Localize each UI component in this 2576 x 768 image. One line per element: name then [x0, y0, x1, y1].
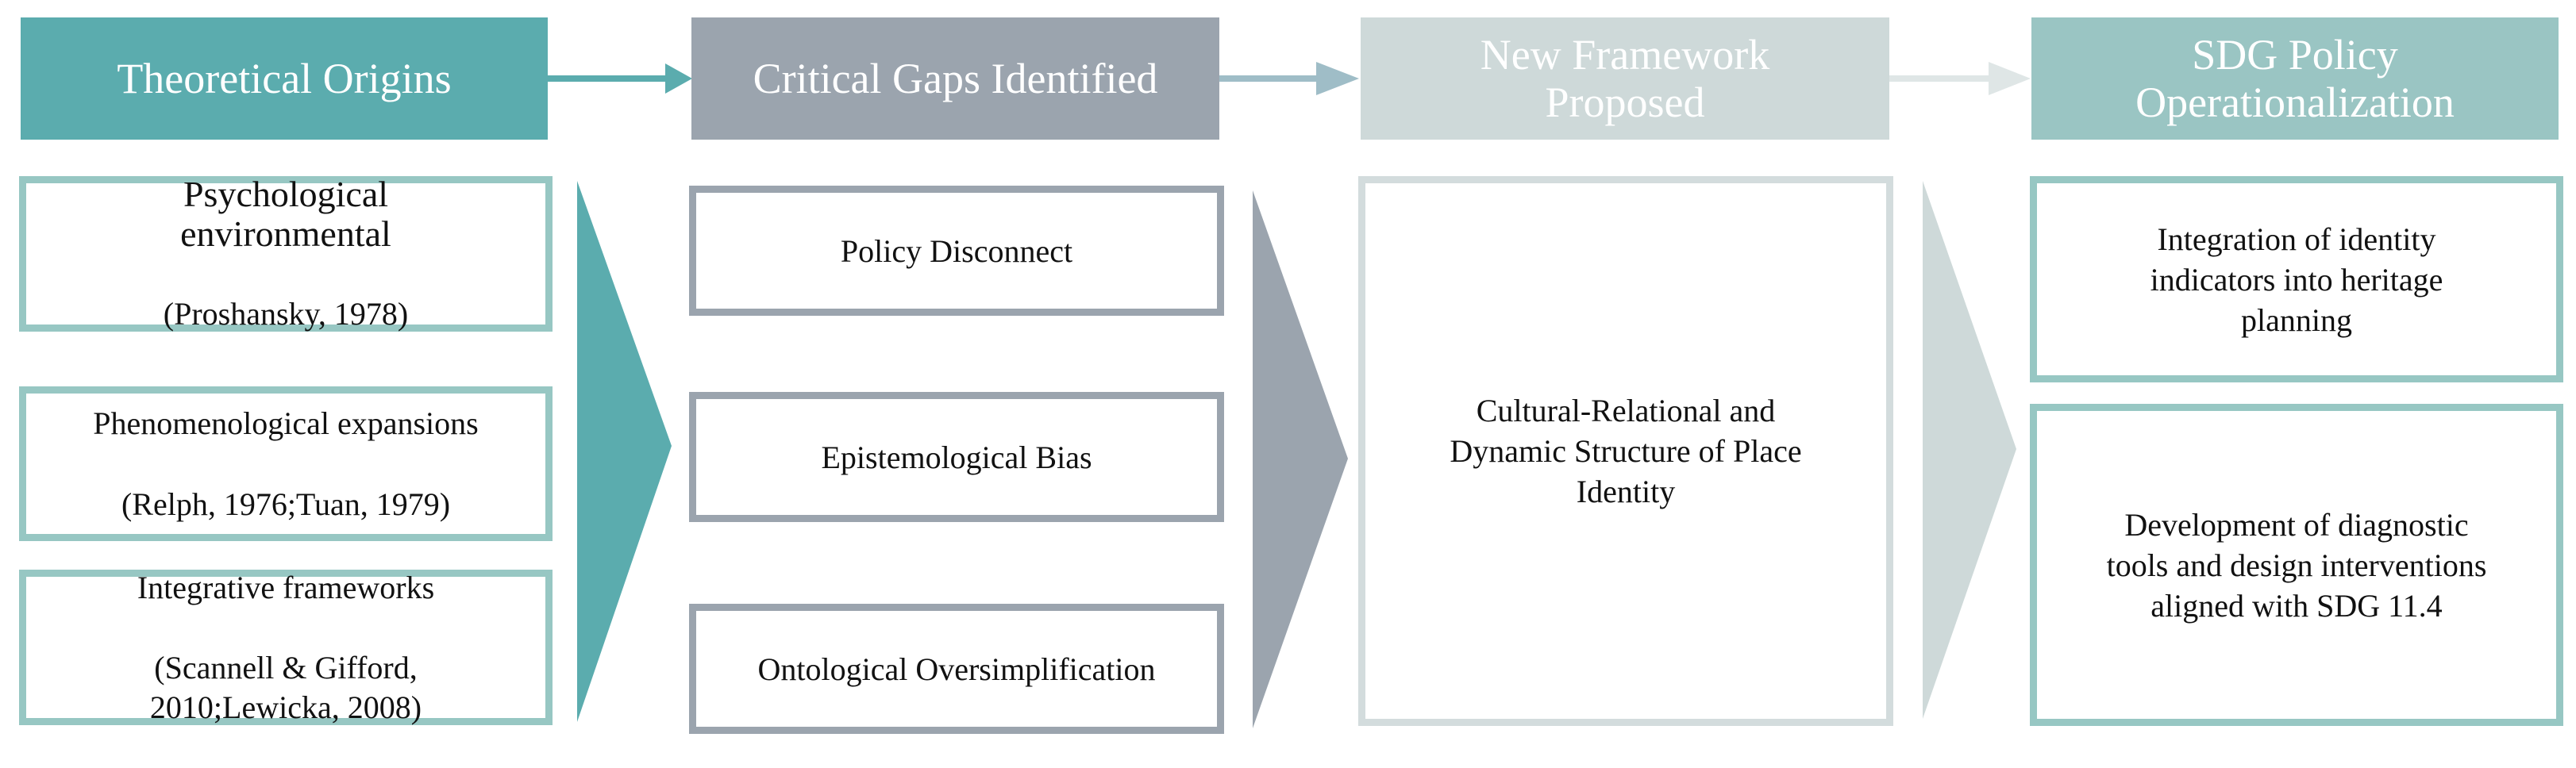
framework-box: Cultural-Relational and Dynamic Structur…: [1358, 176, 1893, 726]
header-new-framework: New Framework Proposed: [1361, 17, 1889, 140]
header-critical-gaps: Critical Gaps Identified: [691, 17, 1219, 140]
origin-box-psychological: Psychological environmental (Proshansky,…: [19, 173, 553, 332]
header-arrow-3: [1889, 62, 2031, 95]
header-theoretical-origins: Theoretical Origins: [21, 17, 548, 140]
box-title: Integration of identity indicators into …: [2150, 221, 2443, 338]
header-label: Critical Gaps Identified: [753, 55, 1158, 102]
gap-box-policy-disconnect: Policy Disconnect: [689, 186, 1224, 316]
chevron-1: [577, 181, 672, 722]
sdg-box-integration: Integration of identity indicators into …: [2030, 176, 2563, 382]
gap-box-epistemological-bias: Epistemological Bias: [689, 392, 1224, 522]
sdg-box-development: Development of diagnostic tools and desi…: [2030, 404, 2563, 726]
box-title: Policy Disconnect: [840, 232, 1073, 269]
header-arrow-1: [548, 63, 692, 94]
box-citation: (Proshansky, 1978): [163, 295, 409, 332]
header-arrow-2: [1219, 62, 1359, 95]
header-label: Theoretical Origins: [117, 55, 452, 102]
header-sdg-policy: SDG Policy Operationalization: [2031, 17, 2559, 140]
header-label: SDG Policy Operationalization: [2135, 31, 2455, 126]
chevron-2: [1253, 190, 1348, 728]
header-label: New Framework Proposed: [1480, 31, 1770, 126]
origin-box-integrative: Integrative frameworks (Scannell & Giffo…: [19, 570, 553, 725]
box-title: Phenomenological expansions: [93, 405, 479, 441]
origin-box-phenomenological: Phenomenological expansions (Relph, 1976…: [19, 386, 553, 541]
box-title: Epistemological Bias: [821, 439, 1092, 475]
box-title: Development of diagnostic tools and desi…: [2106, 506, 2487, 624]
box-citation: (Relph, 1976;Tuan, 1979): [121, 486, 451, 522]
box-title: Ontological Oversimplification: [757, 651, 1156, 687]
box-citation: (Scannell & Gifford, 2010;Lewicka, 2008): [149, 649, 422, 725]
gap-box-ontological: Ontological Oversimplification: [689, 604, 1224, 734]
box-title: Cultural-Relational and Dynamic Structur…: [1450, 393, 1802, 509]
box-title: Integrative frameworks: [137, 569, 435, 605]
chevron-3: [1923, 181, 2016, 719]
box-title: Psychological environmental: [180, 173, 391, 254]
